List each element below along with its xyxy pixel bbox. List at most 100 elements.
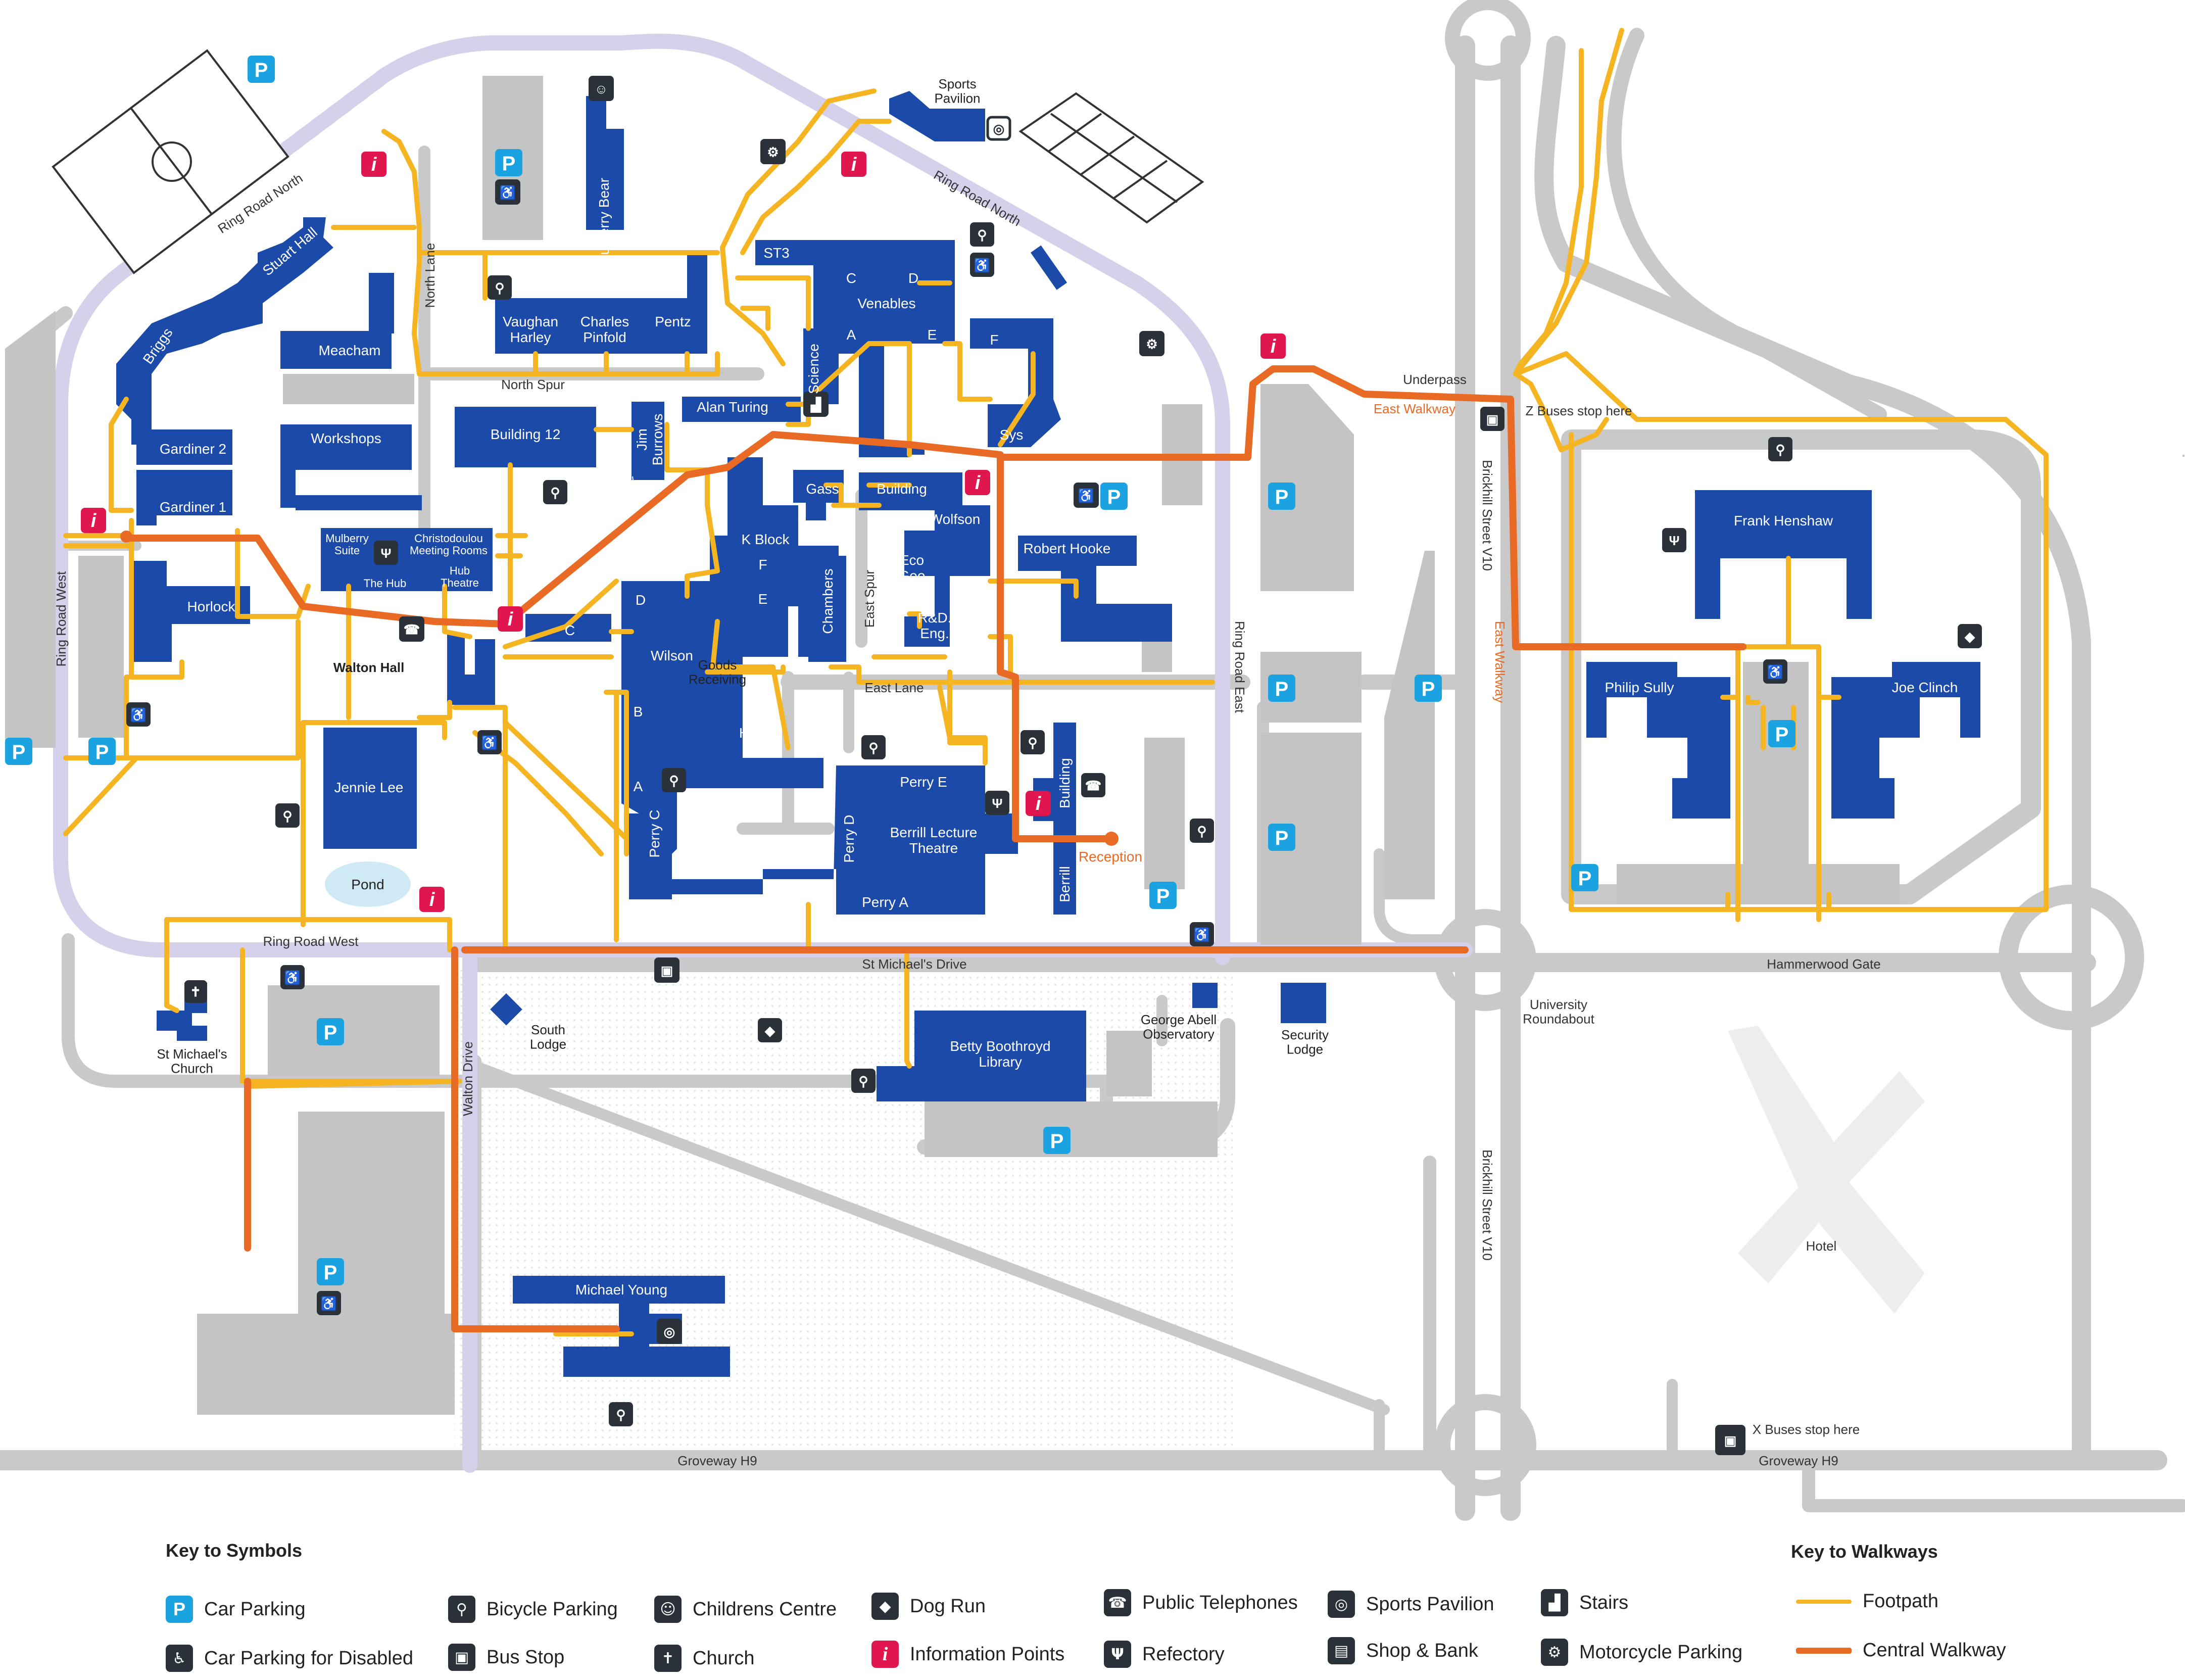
label-groveway-1: Groveway H9 (677, 1453, 757, 1468)
label-venables-f: F (990, 332, 998, 348)
svg-text:P: P (1275, 827, 1289, 849)
legend-label: Childrens Centre (693, 1598, 837, 1620)
legend-label: Bus Stop (487, 1646, 565, 1668)
telephone-icon (399, 616, 424, 642)
bicycle-icon: ⚲ (448, 1596, 475, 1623)
info-icon: i (871, 1641, 899, 1668)
dog-run-icon (1958, 624, 1982, 648)
label-gass: Gass (806, 481, 839, 497)
legend-label: Church (693, 1647, 755, 1669)
label-east-spur: East Spur (862, 570, 877, 628)
legend-label: Footpath (1863, 1591, 1938, 1612)
label-walton-hall: Walton Hall (333, 660, 405, 675)
label-st-michaels-drive: St Michael's Drive (862, 956, 966, 972)
svg-text:⚲: ⚲ (858, 1074, 868, 1089)
parking-icon (1100, 483, 1128, 510)
label-wilson-a: A (634, 779, 643, 794)
svg-text:♿: ♿ (974, 258, 990, 273)
university-roundabout-shape (1434, 909, 1536, 1011)
legend-label: Sports Pavilion (1366, 1593, 1494, 1615)
label-chambers: Chambers (820, 568, 836, 634)
svg-text:♿: ♿ (321, 1296, 337, 1311)
roads (0, 0, 2185, 1521)
label-alan-turing: Alan Turing (697, 399, 768, 415)
label-z-buses: Z Buses stop here (1526, 403, 1632, 418)
label-gardiner1: Gardiner 1 (160, 499, 226, 515)
bicycle-icon (861, 735, 886, 759)
buildings (116, 91, 1980, 1377)
svg-text:⚲: ⚲ (1028, 735, 1037, 750)
svg-text:⚲: ⚲ (616, 1407, 625, 1422)
label-horlock: Horlock (187, 599, 236, 614)
label-k-e: E (758, 591, 768, 607)
svg-text:⚲: ⚲ (1775, 442, 1785, 457)
svg-text:P: P (12, 741, 26, 763)
bicycle-icon (543, 480, 567, 504)
east-roundabout (1999, 885, 2144, 1030)
label-east-lane: East Lane (864, 680, 924, 695)
svg-text:▣: ▣ (1486, 412, 1499, 427)
svg-text:◆: ◆ (1964, 629, 1975, 644)
key-walkways-title: Key to Walkways (1791, 1541, 1938, 1562)
svg-text:♿: ♿ (284, 970, 301, 985)
bicycle-icon (1768, 437, 1792, 461)
label-ring-road-west-2: Ring Road West (263, 934, 359, 949)
legend-refectory: Ψ Refectory (1104, 1641, 1225, 1668)
label-north-lane: North Lane (422, 243, 438, 308)
info-icon (965, 470, 990, 495)
legend-label: Refectory (1142, 1643, 1225, 1665)
legend-telephone: ☎ Public Telephones (1104, 1589, 1298, 1616)
legend-label: Shop & Bank (1366, 1640, 1478, 1661)
svg-text:♿: ♿ (1194, 927, 1210, 942)
church-icon (184, 980, 207, 1003)
svg-text:♿: ♿ (500, 185, 516, 200)
svg-text:▣: ▣ (661, 963, 673, 978)
svg-text:⚲: ⚲ (1197, 824, 1206, 839)
svg-text:⚲: ⚲ (868, 740, 878, 755)
parking-icon (5, 738, 32, 765)
svg-text:P: P (1050, 1130, 1064, 1153)
childrens-centre-icon: ☺ (654, 1596, 682, 1623)
label-meacham: Meacham (319, 343, 381, 358)
label-perry-e: Perry E (900, 774, 947, 790)
legend-dog-run: ◆ Dog Run (871, 1593, 986, 1620)
svg-text:P: P (1275, 678, 1289, 700)
label-wilson-c: C (565, 622, 575, 638)
svg-text:P: P (1422, 678, 1435, 700)
parking-icon (495, 149, 522, 176)
motorcycle-icon (760, 139, 786, 164)
motorcycle-icon (1139, 331, 1164, 356)
label-the-hub: The Hub (364, 577, 406, 590)
label-hammerwood-gate: Hammerwood Gate (1767, 956, 1880, 972)
bicycle-icon (275, 803, 300, 828)
svg-text:☎: ☎ (404, 622, 420, 637)
parking-icon (248, 56, 275, 83)
car-park-blocks (5, 76, 2184, 1415)
central-walkway-line (1796, 1647, 1852, 1654)
label-pentz: Pentz (655, 314, 691, 329)
svg-text:P: P (502, 153, 516, 175)
parking-icon: P (166, 1596, 193, 1623)
label-pond: Pond (351, 877, 384, 892)
svg-text:P: P (1578, 868, 1592, 890)
info-icon (1026, 791, 1051, 816)
svg-text:P: P (324, 1262, 337, 1284)
svg-text:⚲: ⚲ (977, 227, 987, 243)
label-venables-b: B (930, 388, 940, 403)
label-berrill: Berrill (1057, 866, 1073, 902)
label-north-spur: North Spur (501, 377, 565, 392)
north-roundabout (1445, 0, 1531, 81)
legend-label: Public Telephones (1142, 1592, 1298, 1613)
parking-icon (1268, 824, 1295, 851)
label-ring-road-east: Ring Road East (1232, 621, 1247, 713)
shop-bank-icon: ▤ (1328, 1637, 1355, 1664)
disabled-parking-icon (970, 253, 994, 277)
label-groveway-2: Groveway H9 (1759, 1453, 1838, 1468)
parking-icon (1768, 720, 1795, 747)
bicycle-icon (851, 1069, 876, 1093)
